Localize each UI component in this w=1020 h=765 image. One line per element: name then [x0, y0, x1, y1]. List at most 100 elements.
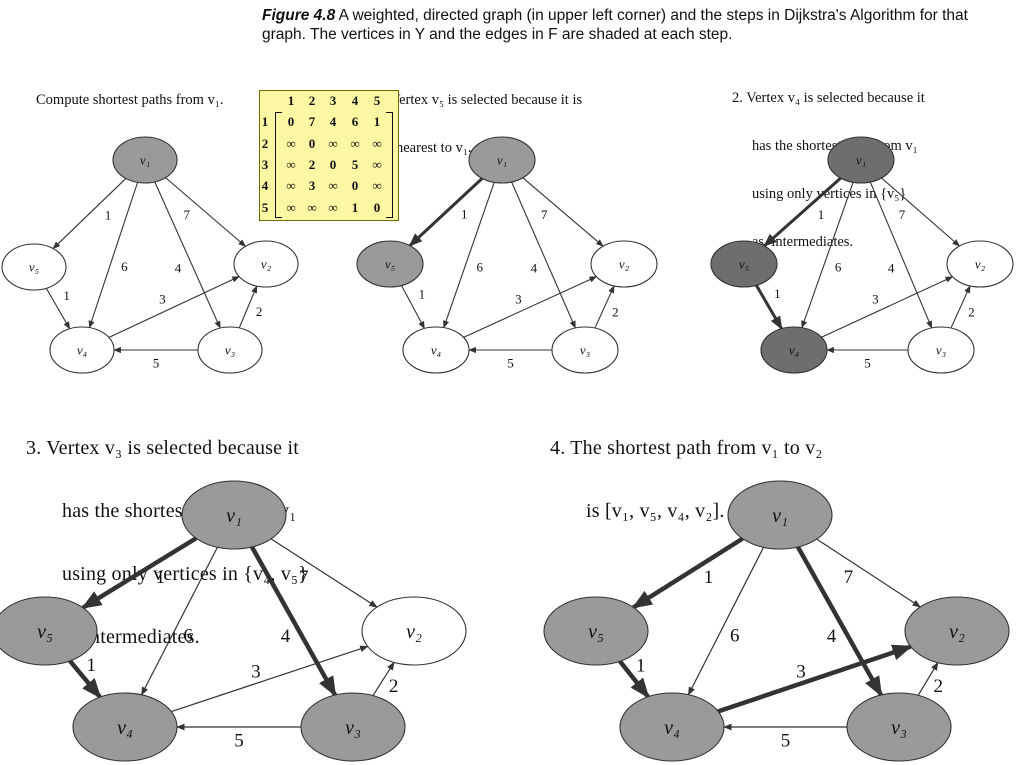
vertex-label: v₁: [772, 505, 788, 527]
edge-v5-v4: [618, 659, 650, 699]
edge-weight-label: 4: [827, 626, 837, 647]
edge-v5-v4: [45, 287, 71, 330]
vertex-v2: v₂: [361, 596, 467, 666]
vertex-label: v₃: [345, 717, 361, 739]
matrix-cell: ∞: [372, 136, 382, 151]
vertex-label: v₃: [580, 343, 590, 358]
step-line: 4. The shortest path from v₁ to v₂: [550, 437, 823, 459]
step-line: 2. Vertex v₄ is selected because it: [732, 90, 925, 106]
edge-weight-label: 1: [818, 207, 825, 222]
edge-weight-label: 3: [872, 292, 879, 307]
matrix-cell: 5: [351, 157, 359, 172]
step-line: nearest to v₁.: [396, 140, 472, 156]
edge-v1-v5: [81, 536, 198, 610]
edge-weight-label: 1: [704, 567, 714, 588]
vertex-v3: v₃: [300, 692, 406, 762]
vertex-label: v₄: [431, 343, 442, 358]
matrix-bracket: [386, 112, 393, 218]
edge-v5-v4: [68, 659, 102, 699]
vertex-label: v₃: [891, 717, 907, 739]
edge-weight-label: 7: [844, 567, 854, 588]
matrix-col-header: 2: [308, 93, 316, 108]
vertex-label: v₁: [140, 153, 150, 168]
vertex-label: v₄: [789, 343, 800, 358]
vertex-label: v₅: [588, 621, 604, 643]
step4-text: 4. The shortest path from v₁ to v₂ is [v…: [550, 396, 823, 543]
step-line: is [v₁, v₅, v₄, v₂].: [586, 500, 725, 522]
matrix-cell: 1: [351, 200, 359, 215]
edge-v1-v5: [408, 177, 484, 247]
vertex-v2: v₂: [590, 240, 658, 288]
vertex-label: v₂: [261, 257, 272, 272]
vertex-label: v₄: [117, 717, 133, 739]
edge-v4-v2: [717, 644, 913, 714]
vertex-v4: v₄: [619, 692, 725, 762]
edge-v1-v3: [511, 181, 576, 329]
matrix-cell: ∞: [328, 178, 338, 193]
edge-v1-v5: [52, 178, 127, 250]
edge-weight-label: 3: [251, 662, 261, 683]
edge-v1-v4: [141, 546, 218, 696]
edge-weight-label: 1: [419, 287, 426, 302]
matrix-cell: 0: [308, 136, 316, 151]
matrix-cell: 6: [351, 114, 359, 129]
matrix-cell: ∞: [328, 200, 338, 215]
vertex-label: v₁: [497, 153, 507, 168]
edge-weight-label: 1: [86, 655, 96, 676]
edge-v1-v2: [270, 538, 378, 608]
edge-weight-label: 5: [781, 731, 791, 752]
edge-weight-label: 5: [234, 731, 244, 752]
vertex-v4: v₄: [402, 326, 470, 374]
vertex-v1: v₁: [827, 136, 895, 184]
matrix-cell: 7: [308, 114, 316, 129]
edge-weight-label: 6: [476, 259, 483, 274]
edge-v1-v3: [154, 181, 221, 329]
matrix-cell: 0: [373, 200, 381, 215]
step-line: 3. Vertex v₃ is selected because it: [26, 437, 299, 459]
matrix-cell: ∞: [286, 157, 296, 172]
vertex-v5: v₅: [710, 240, 778, 288]
vertex-v3: v₃: [197, 326, 263, 374]
vertex-label: v₄: [664, 717, 680, 739]
matrix-col-header: 1: [287, 93, 295, 108]
vertex-v3: v₃: [907, 326, 975, 374]
vertex-v1: v₁: [112, 136, 178, 184]
matrix-cell: 0: [351, 178, 359, 193]
edge-weight-label: 1: [63, 288, 70, 303]
edge-v5-v4: [755, 284, 783, 330]
edge-weight-label: 2: [256, 304, 263, 319]
matrix-cell: 4: [329, 114, 337, 129]
matrix-cell: ∞: [286, 178, 296, 193]
edge-v1-v2: [522, 177, 604, 247]
vertex-v1: v₁: [727, 480, 833, 550]
edge-v3-v2: [372, 661, 395, 696]
matrix-col-header: 5: [373, 93, 381, 108]
figure-label: Figure 4.8: [262, 7, 336, 24]
matrix-cell: 0: [287, 114, 295, 129]
edge-v3-v2: [594, 285, 615, 329]
vertex-v4: v₄: [49, 326, 115, 374]
edge-v3-v2: [950, 285, 971, 329]
edge-v3-v2: [917, 661, 939, 696]
edge-weight-label: 4: [281, 626, 291, 647]
edge-weight-label: 7: [541, 207, 548, 222]
edge-weight-label: 1: [156, 567, 166, 588]
edge-v1-v4: [443, 182, 495, 329]
vertex-v1: v₁: [181, 480, 287, 550]
edge-v4-v2: [463, 276, 598, 338]
edge-v1-v4: [88, 182, 139, 329]
edge-v4-v2: [171, 645, 369, 713]
vertex-label: v₂: [975, 257, 986, 272]
edge-weight-label: 6: [730, 625, 740, 646]
edge-weight-label: 5: [507, 356, 514, 371]
edge-v4-v2: [108, 276, 240, 338]
edge-weight-label: 4: [888, 260, 895, 275]
edge-weight-label: 2: [389, 676, 399, 697]
edge-v1-v4: [801, 182, 854, 329]
matrix-cell: ∞: [307, 200, 317, 215]
step0-text: Compute shortest paths from v₁.: [36, 60, 224, 124]
